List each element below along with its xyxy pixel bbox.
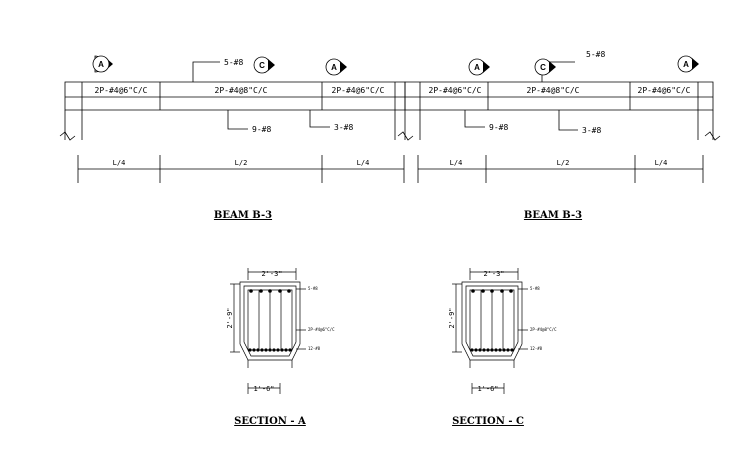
stirrup-label: 2P-#4@6"C/C	[308, 327, 335, 332]
extra-bar-label: 3-#8	[334, 123, 353, 132]
section-width-label: 2'-3"	[261, 270, 282, 278]
section-width-label: 2'-3"	[483, 270, 504, 278]
bottom-bar-label: 12-#8	[530, 346, 543, 351]
section-marker: C	[254, 57, 275, 73]
section-depth-label: 2'-9"	[448, 307, 456, 328]
stirrup-label: 2P-#4@8"C/C	[530, 327, 557, 332]
svg-text:A: A	[98, 60, 104, 69]
svg-text:C: C	[259, 61, 265, 70]
section-drawing-c	[452, 268, 528, 394]
top-bar-label: 5-#8	[224, 58, 243, 67]
bottom-bar-label: 12-#8	[308, 346, 321, 351]
top-bar-label: 5-#8	[586, 50, 605, 59]
section-drawing-a	[230, 268, 306, 394]
break-symbol	[60, 132, 75, 140]
svg-text:A: A	[474, 63, 480, 72]
section-marker: A	[678, 56, 699, 72]
bottom-bar-label: 9-#8	[489, 123, 508, 132]
beam-title: BEAM B-3	[524, 210, 582, 221]
bottom-bar-label: 9-#8	[252, 125, 271, 134]
stirrup-outer	[244, 286, 296, 356]
span-label: L/4	[655, 159, 668, 167]
section-marker: A	[93, 56, 113, 72]
section-title: SECTION - C	[452, 416, 524, 427]
beam-elevation-1	[60, 62, 413, 183]
svg-text:A: A	[683, 60, 689, 69]
stirrup-label: 2P-#4@8"C/C	[215, 86, 268, 95]
extra-bar-label: 3-#8	[582, 126, 601, 135]
beam-title: BEAM B-3	[214, 210, 272, 221]
extra-bar-leader	[310, 110, 330, 127]
stirrup-label: 2P-#4@8"C/C	[527, 86, 580, 95]
top-bar-leader	[193, 62, 220, 82]
top-bar-label: 5-#8	[308, 286, 318, 291]
break-symbol	[705, 132, 720, 140]
stirrup-label: 2P-#4@6"C/C	[638, 86, 691, 95]
extra-bar-leader	[559, 110, 578, 130]
column-width-label: 1'-6"	[253, 385, 274, 393]
section-title: SECTION - A	[234, 416, 306, 427]
svg-text:A: A	[331, 63, 337, 72]
rebar-dots	[470, 289, 514, 352]
stirrup-label: 2P-#4@6"C/C	[95, 86, 148, 95]
span-label: L/4	[357, 159, 370, 167]
stirrup-label: 2P-#4@6"C/C	[429, 86, 482, 95]
bottom-bar-leader	[465, 110, 485, 127]
span-label: L/2	[235, 159, 248, 167]
column-width-label: 1'-6"	[477, 385, 498, 393]
break-symbol	[398, 132, 413, 140]
section-marker: C	[535, 59, 556, 75]
span-label: L/4	[450, 159, 463, 167]
stirrup-outer	[466, 286, 518, 356]
section-marker: A	[469, 59, 490, 75]
section-depth-label: 2'-9"	[226, 307, 234, 328]
svg-text:C: C	[540, 63, 546, 72]
stirrup-label: 2P-#4@6"C/C	[332, 86, 385, 95]
span-label: L/4	[113, 159, 126, 167]
span-label: L/2	[557, 159, 570, 167]
top-bar-label: 5-#8	[530, 286, 540, 291]
bottom-bar-leader	[228, 110, 248, 129]
beam-elevation-2	[405, 62, 720, 183]
rebar-dots	[248, 289, 292, 352]
section-marker: A	[326, 59, 347, 75]
